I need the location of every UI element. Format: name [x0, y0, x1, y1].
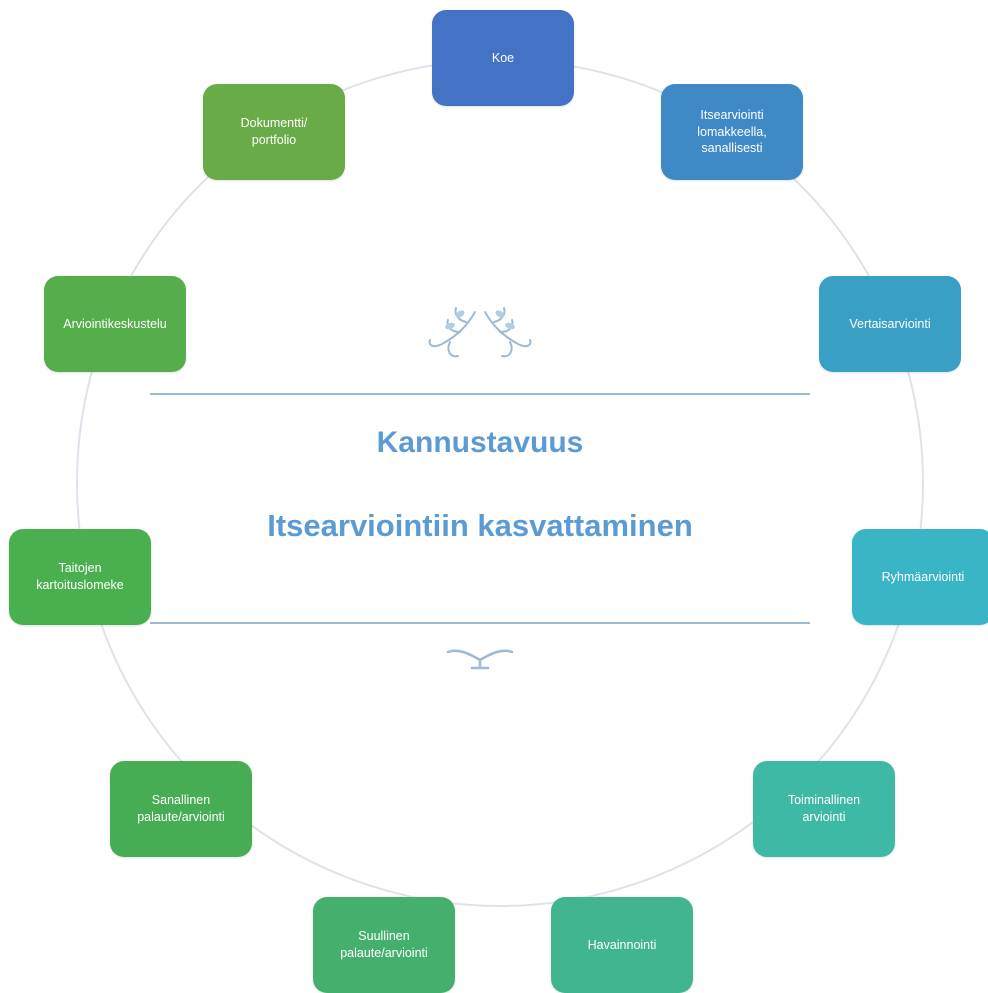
node-ryhmaarviointi: Ryhmäarviointi [852, 529, 988, 625]
node-suullinen-palaute: Suullinen palaute/arviointi [313, 897, 455, 993]
center-subtitle: Itsearviointiin kasvattaminen [267, 508, 693, 543]
node-dokumentti-portfolio: Dokumentti/ portfolio [203, 84, 345, 180]
divider-top [150, 393, 810, 395]
flourish-ornament-icon [446, 649, 514, 670]
center-title: Kannustavuus [376, 426, 584, 459]
node-vertaisarviointi: Vertaisarviointi [819, 276, 961, 372]
floral-ornament-icon [428, 307, 532, 358]
node-arviointikeskustelu: Arviointikeskustelu [44, 276, 186, 372]
node-sanallinen-palaute: Sanallinen palaute/arviointi [110, 761, 252, 857]
node-toiminallinen-arviointi: Toiminallinen arviointi [753, 761, 895, 857]
node-taitojen-kartoituslomeke: Taitojen kartoituslomeke [9, 529, 151, 625]
divider-bottom [150, 622, 810, 624]
node-itsearviointi: Itsearviointi lomakkeella, sanallisesti [661, 84, 803, 180]
node-havainnointi: Havainnointi [551, 897, 693, 993]
center-panel: Kannustavuus Itsearviointiin kasvattamin… [150, 300, 810, 680]
node-koe: Koe [432, 10, 574, 106]
